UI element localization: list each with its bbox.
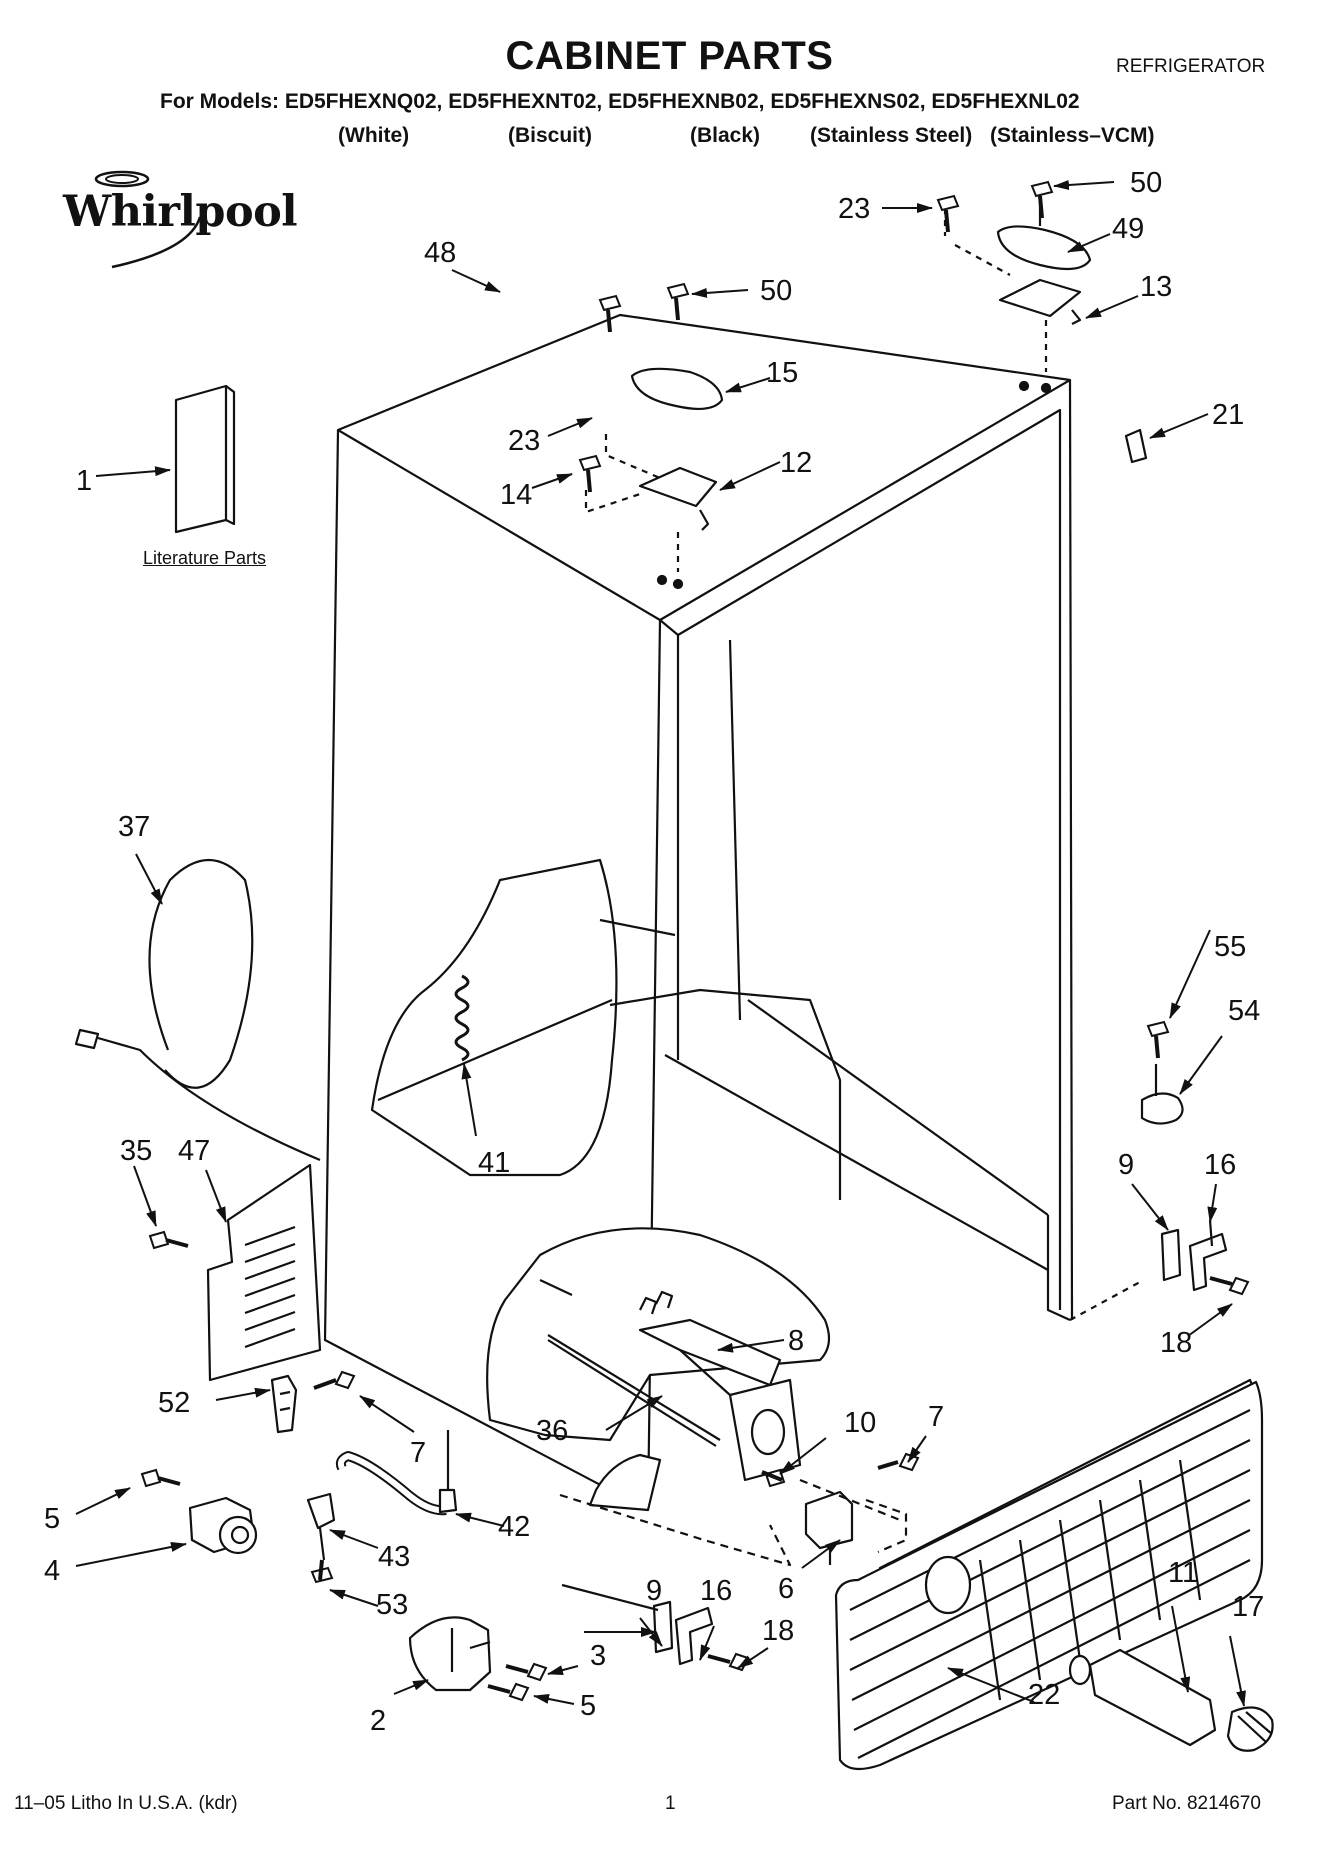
screw-7-left xyxy=(313,1370,356,1390)
color-label-black: (Black) xyxy=(690,124,761,147)
callout-5-roller: 5 xyxy=(580,1690,596,1722)
callout-21: 21 xyxy=(1212,399,1244,431)
screw-55 xyxy=(1146,1020,1170,1059)
callout-15: 15 xyxy=(766,357,798,389)
callout-7-right: 7 xyxy=(928,1401,944,1433)
base-grille xyxy=(834,1378,1264,1771)
footer-litho: 11–05 Litho In U.S.A. (kdr) xyxy=(14,1793,238,1814)
screw-3 xyxy=(505,1662,548,1682)
drain-pan xyxy=(638,1290,802,1482)
literature-parts-label: Literature Parts xyxy=(143,548,267,568)
callout-42: 42 xyxy=(498,1511,530,1543)
hinge-bottom-left xyxy=(559,1493,792,1666)
condenser-panel xyxy=(206,1163,322,1382)
callout-8: 8 xyxy=(788,1325,804,1357)
brand-logo: Whirlpool xyxy=(50,165,298,275)
brand-wordmark: Whirlpool xyxy=(63,187,298,237)
callout-23-top: 23 xyxy=(838,193,870,225)
callout-16-right: 16 xyxy=(1204,1149,1236,1181)
callout-10: 10 xyxy=(844,1407,876,1439)
bracket-6 xyxy=(804,1490,854,1565)
callout-11: 11 xyxy=(1168,1557,1198,1589)
callout-4: 4 xyxy=(44,1555,60,1587)
callout-1: 1 xyxy=(76,465,92,497)
screw-5-leg xyxy=(140,1468,181,1488)
footer-page-number: 1 xyxy=(665,1793,676,1814)
models-line: For Models: ED5FHEXNQ02, ED5FHEXNT02, ED… xyxy=(160,90,1080,113)
callout-43: 43 xyxy=(378,1541,410,1573)
roller-assembly xyxy=(408,1616,492,1692)
callout-23-center: 23 xyxy=(508,425,540,457)
screw-18-right xyxy=(1209,1276,1250,1296)
cutaway-upper xyxy=(370,858,842,1200)
screw-50-top xyxy=(1030,180,1054,219)
callout-55: 55 xyxy=(1214,931,1246,963)
screw-23-top xyxy=(936,194,960,233)
screw-14 xyxy=(578,454,602,493)
callout-54: 54 xyxy=(1228,995,1260,1027)
screw-50-center xyxy=(666,282,690,321)
glide-bracket xyxy=(1140,1064,1184,1125)
brand-swoosh-icon xyxy=(94,170,202,269)
callout-35: 35 xyxy=(120,1135,152,1167)
appliance-type: REFRIGERATOR xyxy=(1116,56,1266,77)
screw-23-center xyxy=(598,294,622,333)
tube-42 xyxy=(335,1430,458,1516)
callout-52: 52 xyxy=(158,1387,190,1419)
water-filter xyxy=(1068,1648,1217,1747)
callout-47: 47 xyxy=(178,1135,210,1167)
screw-53 xyxy=(310,1559,334,1584)
spring-part xyxy=(454,974,470,1062)
screw-5-roller xyxy=(487,1682,530,1702)
cabinet-shell xyxy=(323,313,1074,1512)
color-label-stainless-steel: (Stainless Steel) xyxy=(810,124,973,147)
callout-37: 37 xyxy=(118,811,150,843)
callout-6: 6 xyxy=(778,1573,794,1605)
callout-14: 14 xyxy=(500,479,532,511)
footer-part-number: Part No. 8214670 xyxy=(1112,1793,1261,1814)
screw-18-left xyxy=(707,1652,750,1672)
bracket-52 xyxy=(270,1374,298,1434)
callout-17: 17 xyxy=(1232,1591,1264,1623)
callout-36: 36 xyxy=(536,1415,568,1447)
callout-7-left: 7 xyxy=(410,1437,426,1469)
literature-book xyxy=(174,384,236,534)
callout-18-left: 18 xyxy=(762,1615,794,1647)
color-label-stainless-vcm: (Stainless–VCM) xyxy=(990,124,1155,147)
callout-5-leg: 5 xyxy=(44,1503,60,1535)
callout-48: 48 xyxy=(424,237,456,269)
callout-41: 41 xyxy=(478,1147,510,1179)
clamp-43 xyxy=(306,1492,336,1561)
water-line xyxy=(74,858,321,1162)
callout-50-center: 50 xyxy=(760,275,792,307)
callout-9-right: 9 xyxy=(1118,1149,1134,1181)
leveling-leg xyxy=(188,1496,258,1555)
callout-12: 12 xyxy=(780,447,812,479)
top-hinge-right xyxy=(943,190,1092,372)
callout-9-left: 9 xyxy=(646,1575,662,1607)
color-label-biscuit: (Biscuit) xyxy=(508,124,592,147)
page-title: CABINET PARTS xyxy=(505,34,834,78)
callout-49: 49 xyxy=(1112,213,1144,245)
callout-18-right: 18 xyxy=(1160,1327,1192,1359)
filter-cap xyxy=(1226,1706,1274,1752)
callout-16-left: 16 xyxy=(700,1575,732,1607)
color-label-white: (White) xyxy=(338,124,410,147)
hinge-bottom-right xyxy=(1069,1219,1228,1321)
callout-13: 13 xyxy=(1140,271,1172,303)
top-hinge-center xyxy=(584,367,724,572)
leader-arrows xyxy=(75,180,1246,1707)
callout-2: 2 xyxy=(370,1705,386,1737)
screw-35 xyxy=(148,1230,189,1250)
callout-50-top: 50 xyxy=(1130,167,1162,199)
callout-53: 53 xyxy=(376,1589,408,1621)
callout-3: 3 xyxy=(590,1640,606,1672)
callout-22: 22 xyxy=(1028,1679,1060,1711)
